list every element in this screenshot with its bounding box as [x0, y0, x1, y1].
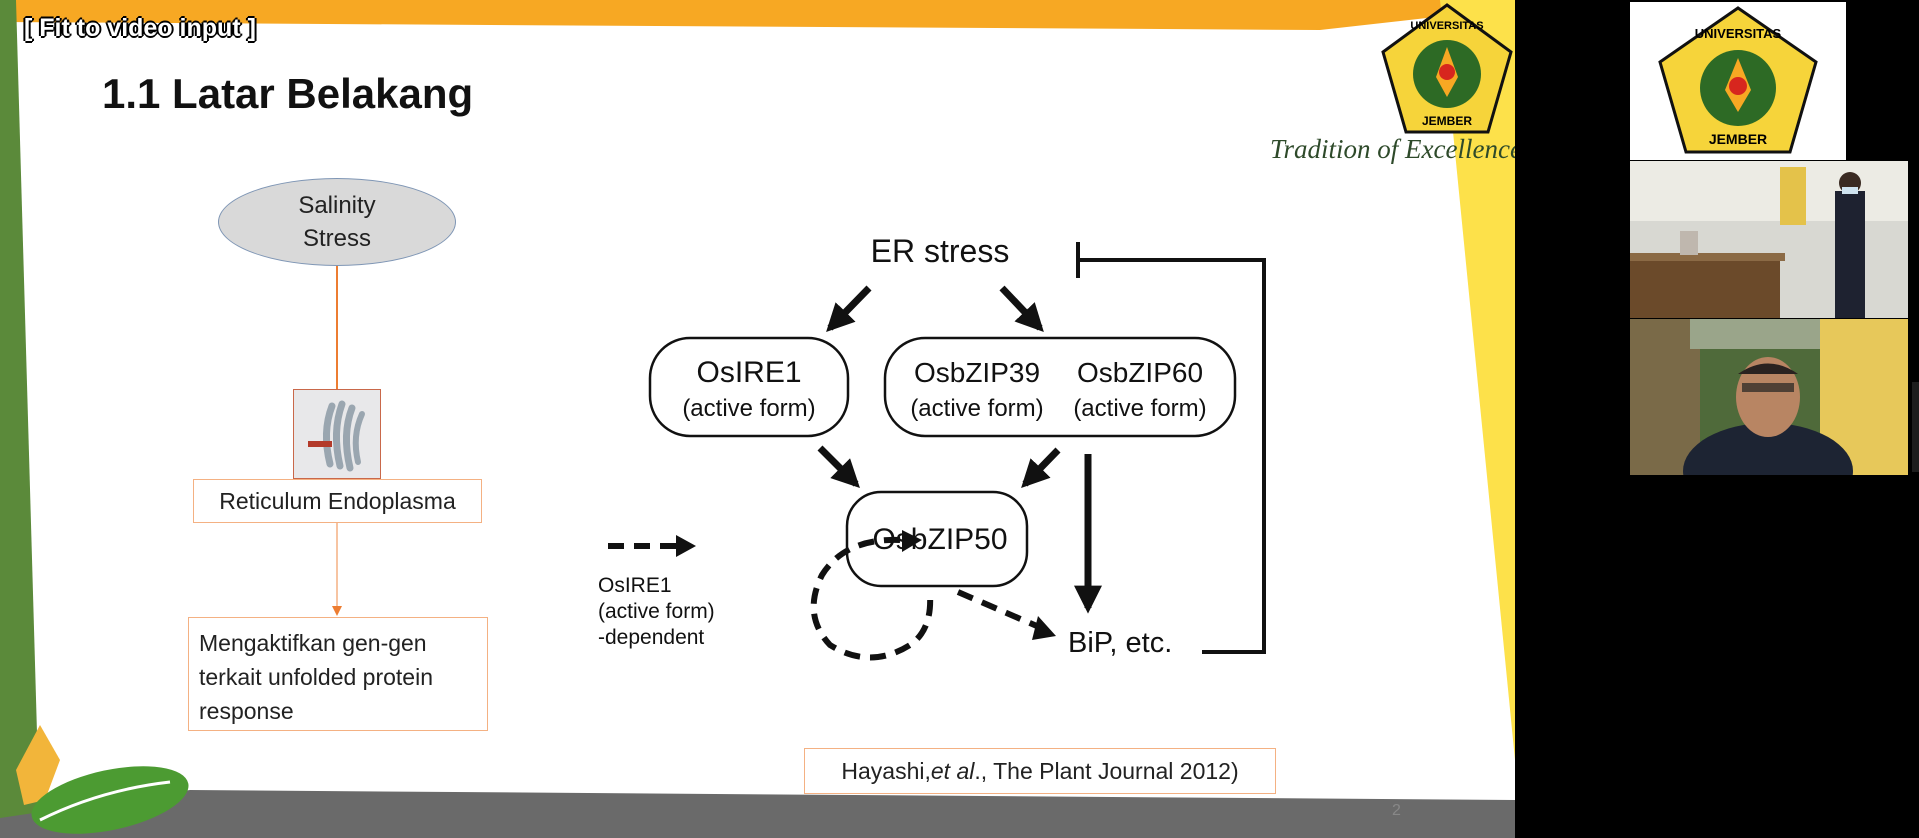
svg-text:UNIVERSITAS: UNIVERSITAS [1695, 26, 1782, 41]
legend-line-2: (active form) [598, 600, 715, 623]
osire1-node [648, 336, 850, 438]
legend-line-3: -dependent [598, 626, 704, 649]
salinity-stress-node: Salinity Stress [218, 178, 456, 266]
legend-line-1: OsIRE1 [598, 574, 672, 597]
svg-text:(active form): (active form) [910, 395, 1043, 422]
svg-text:JEMBER: JEMBER [1709, 131, 1767, 147]
leaf-icon [16, 725, 60, 805]
svg-text:JEMBER: JEMBER [1422, 114, 1472, 128]
er-stress-label: ER stress [871, 233, 1010, 269]
panel-collapse-handle[interactable] [1912, 382, 1919, 472]
slide-title: 1.1 Latar Belakang [102, 70, 474, 117]
speaker-camera-video [1630, 319, 1908, 475]
svg-text:OsbZIP60: OsbZIP60 [1077, 357, 1203, 388]
svg-text:OsIRE1: OsIRE1 [696, 356, 801, 389]
osbzip50-node [845, 490, 1029, 588]
slide-decoration [0, 0, 1515, 838]
svg-text:(active form): (active form) [1073, 395, 1206, 422]
participant-tile-logo[interactable]: UNIVERSITAS JEMBER [1630, 2, 1846, 160]
bip-label: BiP, etc. [1068, 627, 1172, 659]
er-stress-pathway-diagram: ER stress OsIRE1 (active form) OsbZIP39 … [598, 233, 1266, 661]
room-camera-video [1630, 161, 1908, 318]
universitas-jember-logo: UNIVERSITAS JEMBER [1381, 3, 1513, 134]
tagline: Tradition of Excellence [1270, 134, 1515, 164]
universitas-jember-logo: UNIVERSITAS JEMBER [1658, 6, 1818, 154]
participant-tile-speaker[interactable] [1630, 319, 1908, 475]
svg-text:UNIVERSITAS: UNIVERSITAS [1410, 20, 1483, 32]
citation-box: Hayashi, et al., The Plant Journal 2012) [804, 748, 1276, 794]
participant-tile-room[interactable] [1630, 161, 1908, 318]
svg-text:OsbZIP39: OsbZIP39 [914, 357, 1040, 388]
fit-to-video-label[interactable]: [ Fit to video input ] [24, 14, 256, 42]
upr-activation-box: Mengaktifkan gen-gen terkait unfolded pr… [188, 617, 488, 731]
presentation-slide: [ Fit to video input ] 1.1 Latar Belakan… [0, 0, 1515, 838]
osbzip39-osbzip60-node [883, 336, 1237, 438]
svg-text:(active form): (active form) [682, 395, 815, 422]
flow-connectors [332, 265, 342, 616]
reticulum-endoplasma-box: Reticulum Endoplasma [193, 479, 482, 523]
endoplasmic-reticulum-icon [293, 389, 381, 479]
page-number: 2 [1392, 802, 1401, 819]
